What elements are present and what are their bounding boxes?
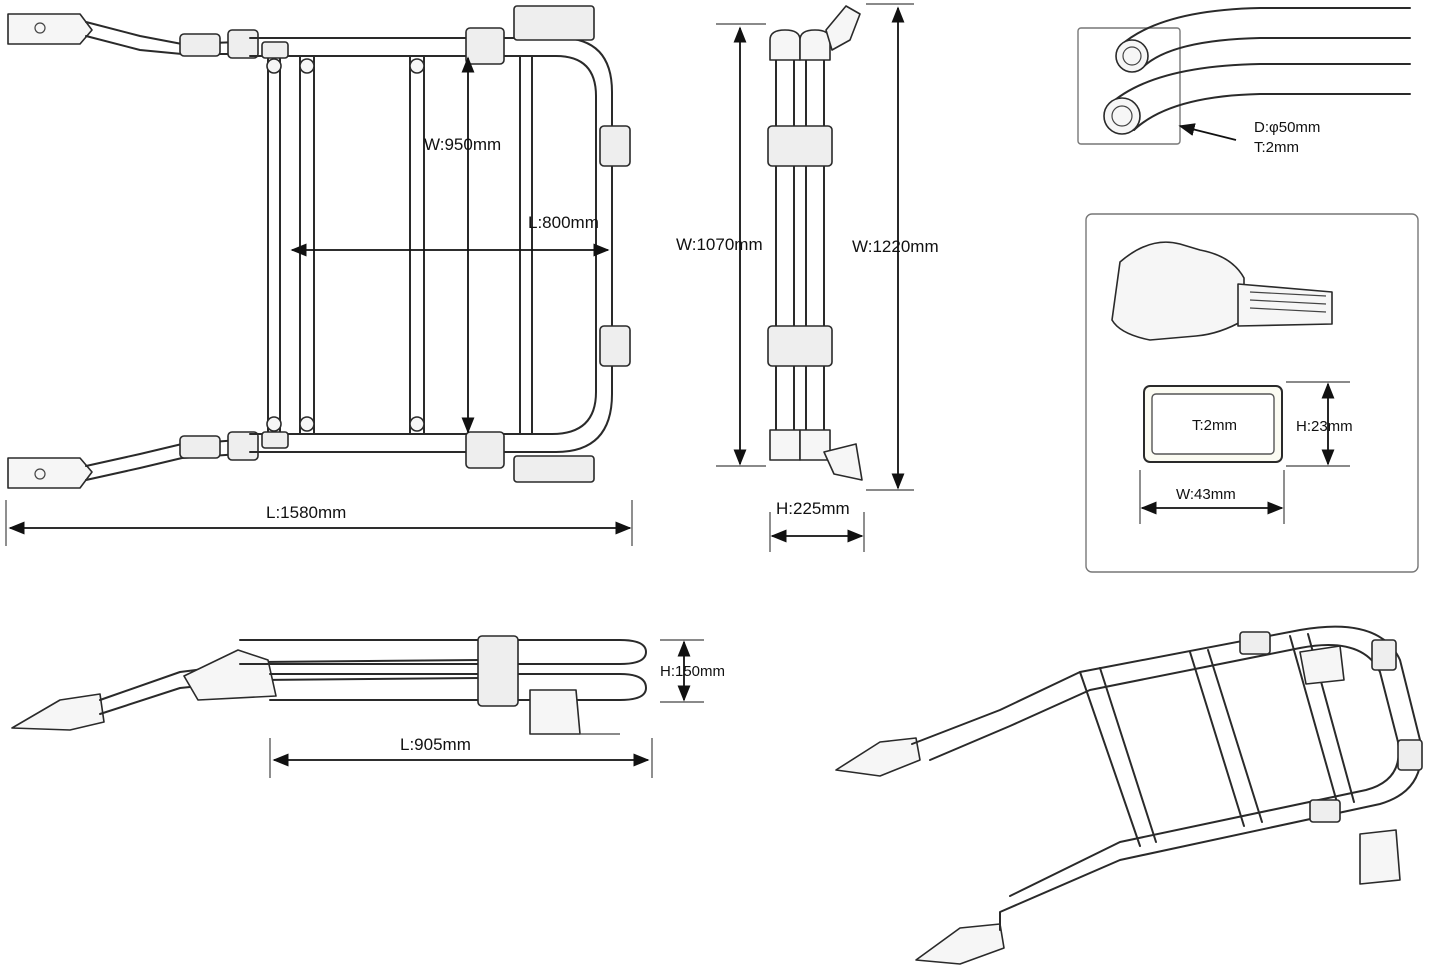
top-view-dimensions xyxy=(5,56,633,546)
side-view-height-label: H:150mm xyxy=(660,663,725,680)
tube-thickness-label: T:2mm xyxy=(1254,139,1299,156)
profile-height-label: H:23mm xyxy=(1296,418,1353,435)
profile-detail xyxy=(1085,213,1419,573)
tube-diameter-label: D:φ50mm xyxy=(1254,119,1320,136)
end-view-height-label: H:225mm xyxy=(776,499,850,518)
top-view-length-label: L:800mm xyxy=(528,213,599,232)
side-view-length-label: L:905mm xyxy=(400,735,471,754)
isometric-view-drawing xyxy=(835,625,1423,965)
end-view-outer-width-label: W:1220mm xyxy=(852,237,939,256)
end-view-dimensions xyxy=(716,3,914,552)
end-view-inner-width-label: W:1070mm xyxy=(676,235,763,254)
profile-width-label: W:43mm xyxy=(1176,486,1236,503)
tube-detail xyxy=(1077,7,1411,145)
side-view-dimensions xyxy=(269,639,704,778)
side-view-drawing xyxy=(11,635,647,735)
profile-thickness-label: T:2mm xyxy=(1192,417,1237,434)
top-view-drawing xyxy=(7,5,631,489)
top-view-width-label: W:950mm xyxy=(424,135,501,154)
top-view-total-length-label: L:1580mm xyxy=(266,503,346,522)
end-view-drawing xyxy=(767,5,863,481)
